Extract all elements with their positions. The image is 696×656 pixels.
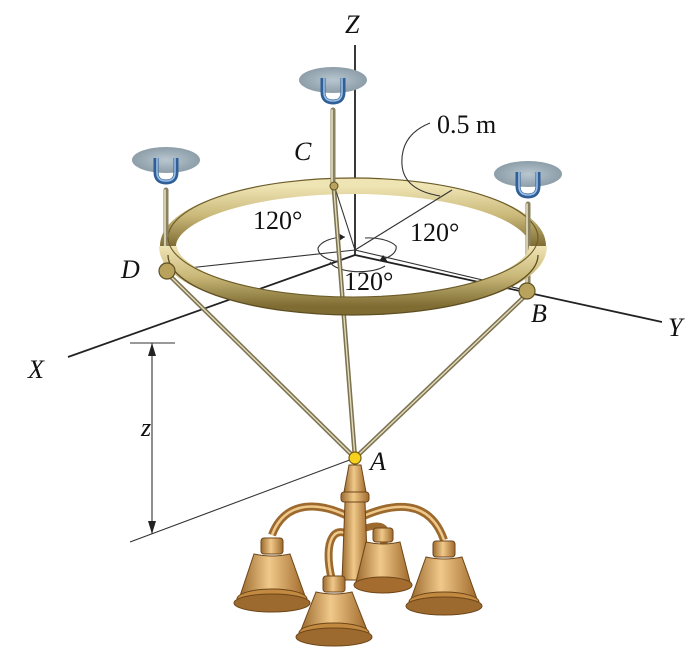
joint-b <box>518 282 536 300</box>
rod-c <box>330 107 336 191</box>
radius-leader <box>401 122 441 197</box>
ceiling-mount-d <box>132 147 200 185</box>
cable-ab <box>353 294 527 460</box>
point-a-label: A <box>368 447 386 476</box>
ring-front <box>159 245 547 315</box>
ceiling-mount-b <box>494 161 562 199</box>
point-c-label: C <box>294 137 312 166</box>
height-label: z <box>140 413 151 442</box>
z-dim-arrow-bottom <box>148 521 156 534</box>
point-b-label: B <box>531 299 547 328</box>
x-axis-label: X <box>27 355 45 384</box>
chandelier <box>233 464 483 647</box>
radius-line-d <box>169 249 356 271</box>
cable-ad <box>168 274 357 460</box>
radius-label: 0.5 m <box>437 110 496 139</box>
x-axis <box>67 254 356 358</box>
angle-arc-bottom <box>329 261 386 273</box>
ring-back <box>160 178 546 247</box>
radius-line-c <box>334 187 356 251</box>
angle-arc-left <box>317 236 346 263</box>
joint-d <box>158 262 176 280</box>
z-dim-ext-bottom <box>129 457 356 543</box>
ceiling-mount-c <box>299 67 367 105</box>
z-dim-arrow-top <box>148 343 156 356</box>
joint-c <box>329 181 339 191</box>
angle-arc-right <box>364 237 397 261</box>
angle-label-right: 120° <box>410 218 459 247</box>
cable-ac <box>331 189 358 459</box>
point-d-label: D <box>120 255 140 284</box>
angle-label-left: 120° <box>253 206 302 235</box>
z-axis-label: Z <box>345 10 360 39</box>
point-a-marker <box>348 451 362 465</box>
angle-label-bottom: 120° <box>344 267 393 296</box>
y-axis-label: Y <box>668 313 685 342</box>
radius-dimension-line <box>354 189 453 251</box>
